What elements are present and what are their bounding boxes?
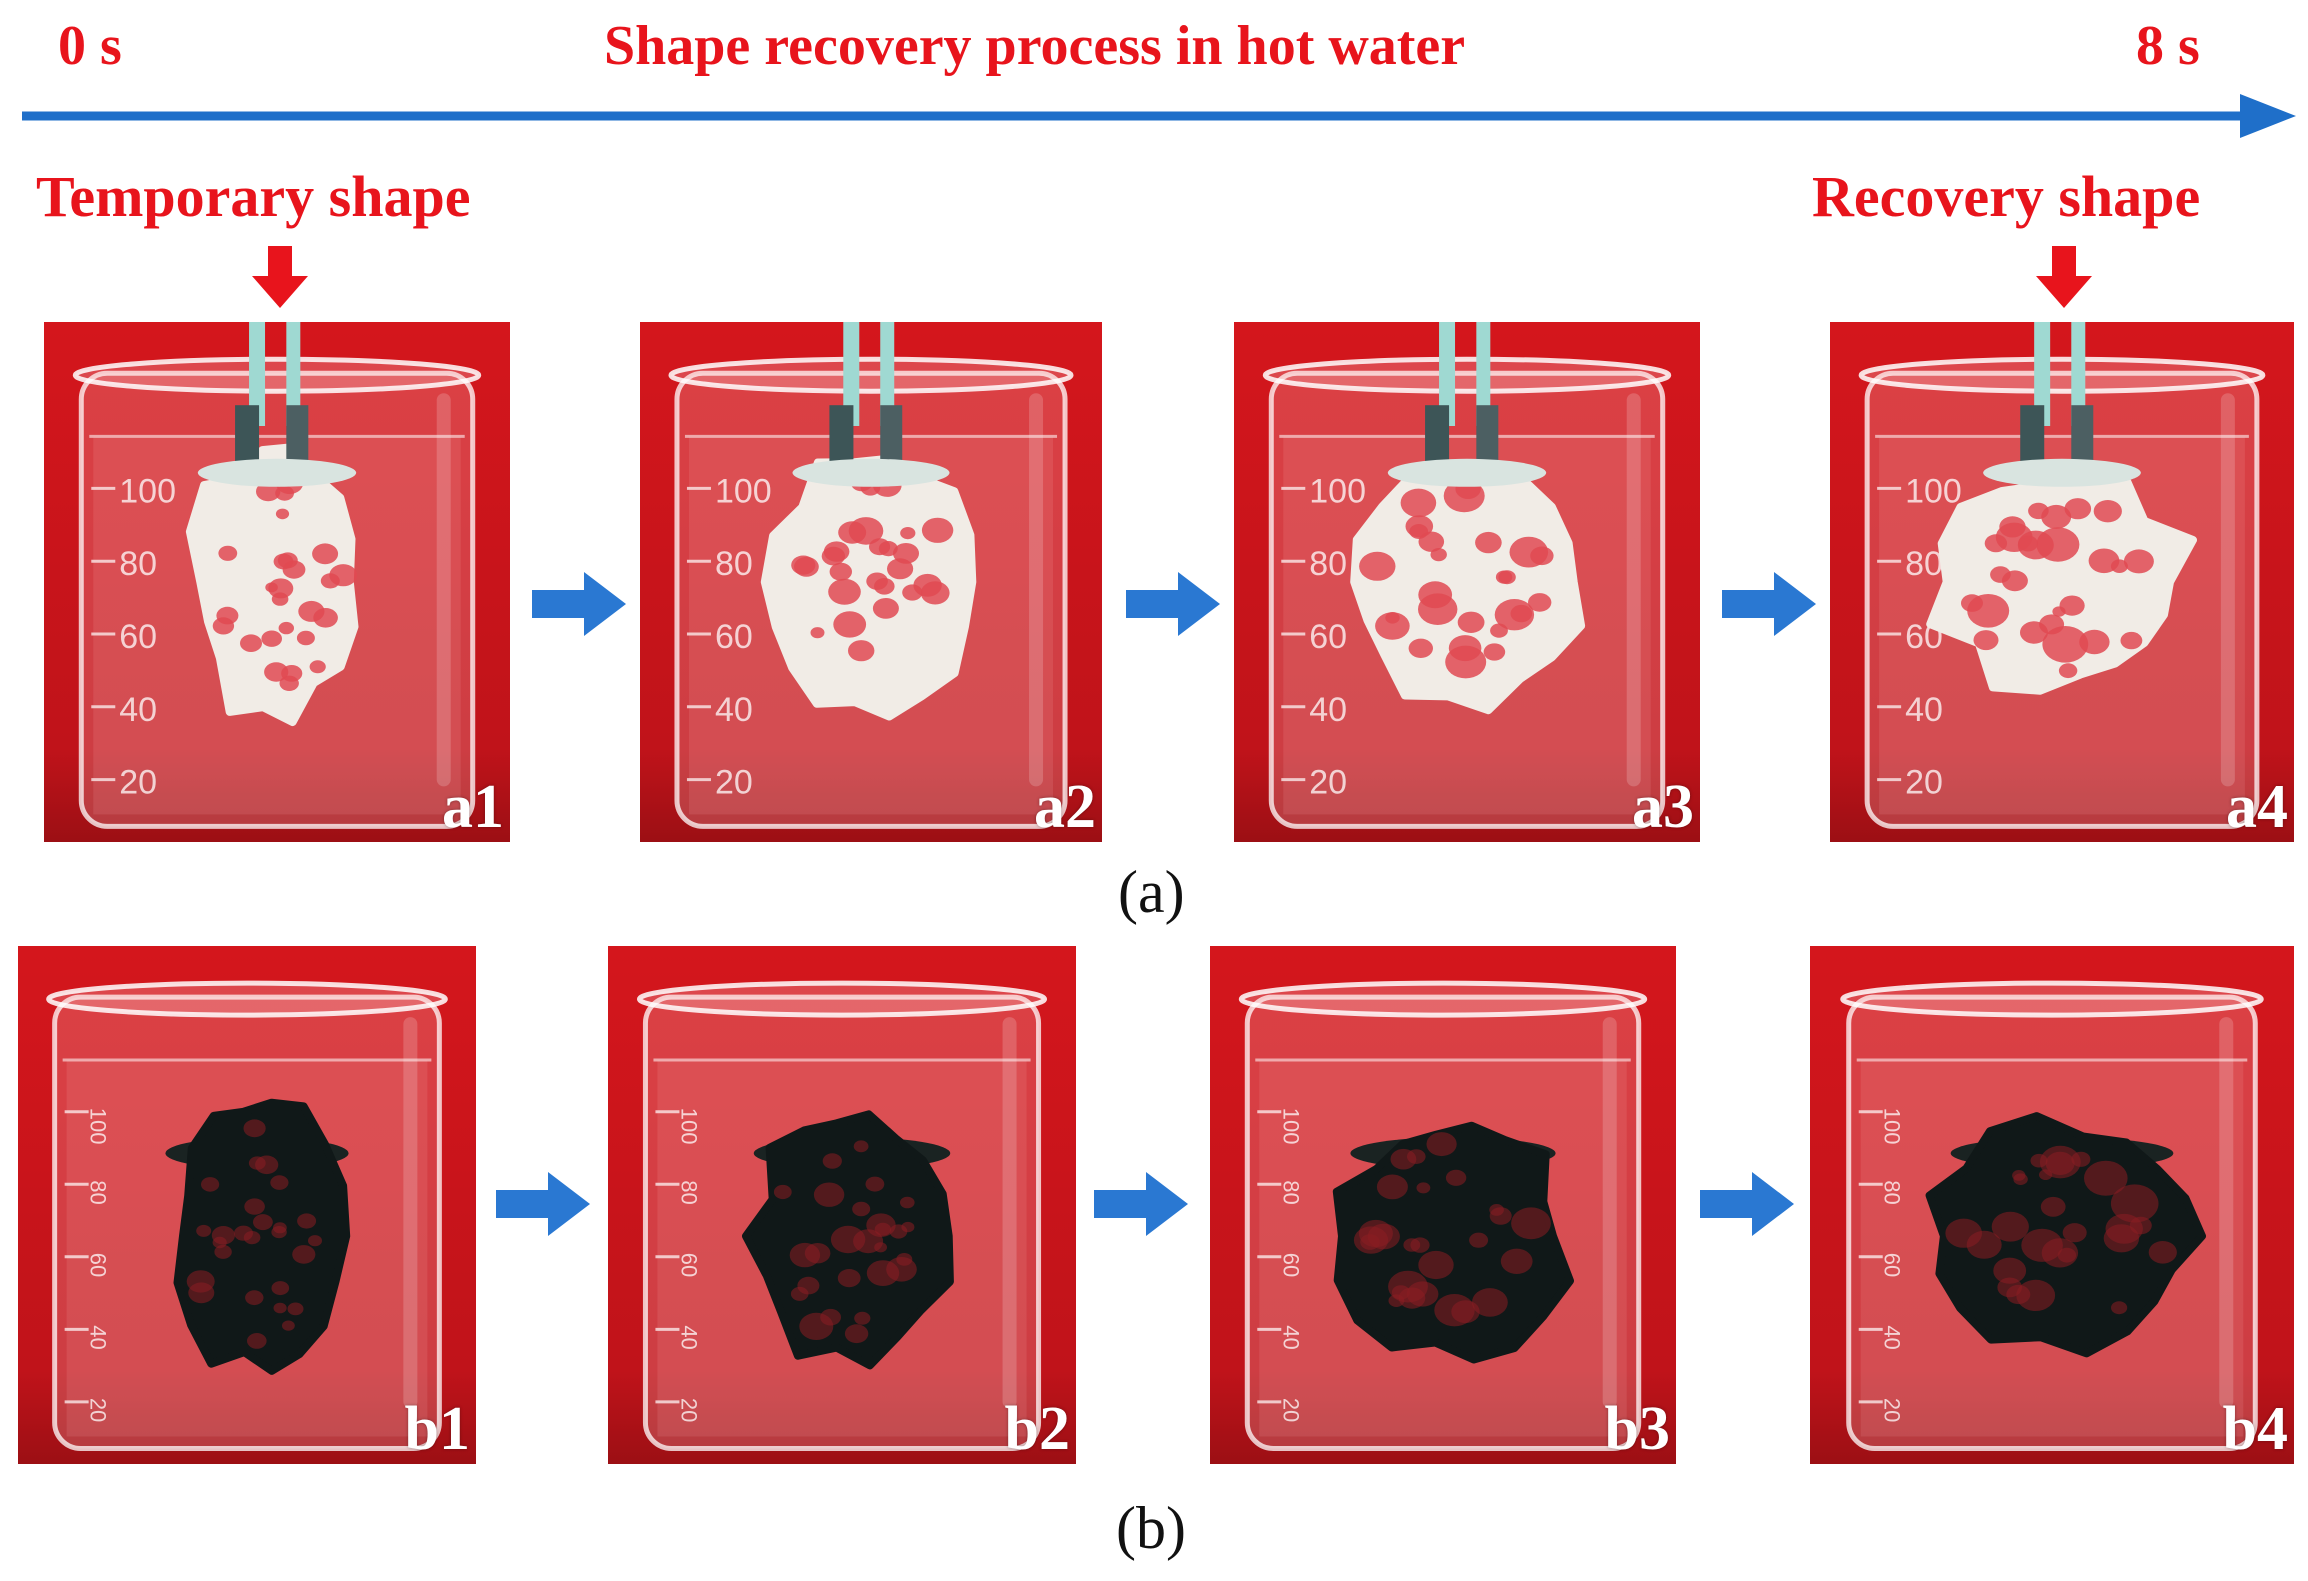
clamp-rods (792, 322, 950, 487)
recovery-shape-label: Recovery shape (1812, 164, 2201, 229)
graduation-mark: 80 (1905, 545, 1943, 583)
graduation-mark: 20 (1309, 764, 1347, 802)
graduation-mark: 40 (1309, 691, 1347, 729)
clamp-rods (1983, 322, 2141, 487)
row-b-caption: (b) (1116, 1495, 1186, 1561)
graduation-mark: 20 (676, 1398, 701, 1422)
timeline-end-label: 8 s (2136, 15, 2200, 77)
graduation-mark: 80 (676, 1180, 701, 1204)
porous-scaffold (1332, 1121, 1574, 1364)
photo-panel: 100 80 60 40 20 b1 (18, 946, 476, 1464)
step-right-arrow-icon (1722, 572, 1816, 636)
beaker-graduations: 100 80 60 40 20 (91, 472, 176, 802)
graduation-mark: 80 (119, 545, 157, 583)
graduation-mark: 100 (676, 1108, 701, 1145)
panel-label: b1 (404, 1395, 470, 1463)
step-right-arrow-icon (1700, 1172, 1794, 1236)
panel-label: b2 (1004, 1395, 1070, 1463)
graduation-mark: 80 (1880, 1180, 1905, 1204)
timeline-arrow-icon (22, 94, 2296, 138)
graduation-mark: 60 (1278, 1253, 1303, 1277)
panel-label: a2 (1034, 773, 1096, 841)
porous-scaffold (1926, 477, 2197, 695)
panel-label: b4 (2222, 1395, 2288, 1463)
graduation-mark: 100 (86, 1108, 111, 1145)
porous-scaffold (760, 454, 977, 721)
beaker-graduations: 100 80 60 40 20 (1257, 1108, 1303, 1422)
graduation-mark: 60 (715, 618, 753, 656)
step-right-arrow-icon (532, 572, 626, 636)
graduation-mark: 20 (1880, 1398, 1905, 1422)
graduation-mark: 40 (715, 691, 753, 729)
graduation-mark: 20 (1278, 1398, 1303, 1422)
graduation-mark: 80 (1309, 545, 1347, 583)
graduation-mark: 100 (1309, 472, 1366, 510)
graduation-mark: 40 (1905, 691, 1943, 729)
beaker-graduations: 100 80 60 40 20 (1281, 472, 1366, 802)
graduation-mark: 100 (715, 472, 772, 510)
graduation-mark: 100 (119, 472, 176, 510)
graduation-mark: 40 (86, 1325, 111, 1349)
row-a-caption: (a) (1118, 859, 1185, 925)
photo-panel: 100 80 60 40 20 a3 (1234, 322, 1700, 842)
photo-panel: 100 80 60 40 20 a2 (640, 322, 1102, 842)
graduation-mark: 60 (676, 1253, 701, 1277)
photo-panel: 100 80 60 40 20 b4 (1810, 946, 2294, 1464)
photo-panel: 100 80 60 40 20 a1 (44, 322, 510, 842)
porous-scaffold (1925, 1112, 2206, 1358)
panel-label: a3 (1632, 773, 1694, 841)
graduation-mark: 60 (1880, 1253, 1905, 1277)
graduation-mark: 40 (1278, 1325, 1303, 1349)
beaker-graduations: 100 80 60 40 20 (686, 472, 772, 802)
graduation-mark: 20 (1905, 764, 1943, 802)
beaker-graduations: 100 80 60 40 20 (64, 1108, 111, 1422)
step-right-arrow-icon (1126, 572, 1220, 636)
beaker-graduations: 100 80 60 40 20 (1858, 1108, 1905, 1422)
temporary-shape-label: Temporary shape (36, 164, 471, 229)
graduation-mark: 80 (1278, 1180, 1303, 1204)
graduation-mark: 100 (1880, 1108, 1905, 1145)
temporary-pointer-down-arrow-icon (252, 246, 308, 308)
graduation-mark: 20 (86, 1398, 111, 1422)
graduation-mark: 40 (676, 1325, 701, 1349)
glass-beaker (72, 356, 482, 829)
graduation-mark: 100 (1278, 1108, 1303, 1145)
recovery-pointer-down-arrow-icon (2036, 246, 2092, 308)
graduation-mark: 60 (119, 618, 157, 656)
graduation-mark: 100 (1905, 472, 1962, 510)
timeline-title: Shape recovery process in hot water (604, 15, 1466, 77)
graduation-mark: 60 (86, 1253, 111, 1277)
graduation-mark: 40 (1880, 1325, 1905, 1349)
clamp-rods (1387, 322, 1547, 487)
porous-scaffold (165, 1098, 351, 1375)
porous-scaffold (742, 1110, 954, 1370)
photo-panel: 100 80 60 40 20 b3 (1210, 946, 1676, 1464)
panel-label: b3 (1604, 1395, 1670, 1463)
step-right-arrow-icon (496, 1172, 590, 1236)
panel-label: a4 (2226, 773, 2288, 841)
graduation-mark: 80 (86, 1180, 111, 1204)
timeline-start-label: 0 s (58, 15, 122, 77)
porous-scaffold (185, 443, 359, 727)
graduation-mark: 20 (715, 764, 753, 802)
step-right-arrow-icon (1094, 1172, 1188, 1236)
graduation-mark: 80 (715, 545, 753, 583)
glass-beaker (1238, 980, 1648, 1451)
porous-scaffold (1350, 466, 1586, 715)
graduation-mark: 60 (1309, 618, 1347, 656)
graduation-mark: 40 (119, 691, 157, 729)
graduation-mark: 20 (119, 764, 157, 802)
beaker-graduations: 100 80 60 40 20 (655, 1108, 701, 1422)
panel-label: a1 (442, 773, 504, 841)
photo-panel: 100 80 60 40 20 b2 (608, 946, 1076, 1464)
clamp-rods (197, 322, 357, 487)
